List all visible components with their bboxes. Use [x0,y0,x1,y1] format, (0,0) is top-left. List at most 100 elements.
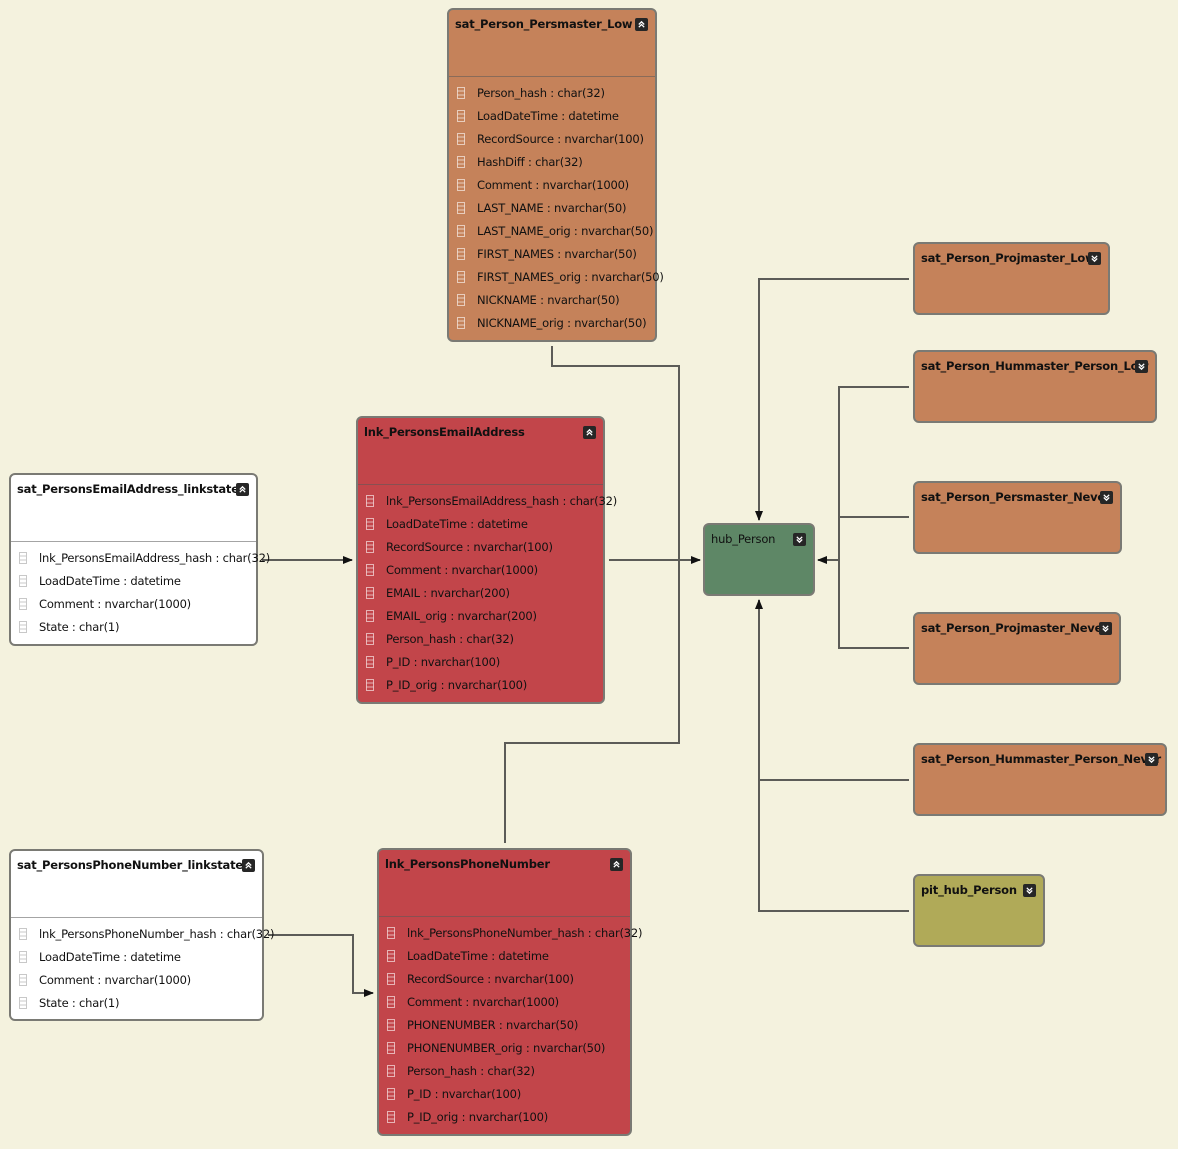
entity-sat-person-hummaster-person-never[interactable]: sat_Person_Hummaster_Person_Never [913,743,1167,816]
column-icon [387,972,395,985]
entity-title: pit_hub_Person [921,883,1017,897]
entity-header[interactable]: sat_Person_Projmaster_Never [915,614,1119,635]
column-icon [366,586,374,599]
collapse-button[interactable] [242,859,255,872]
column-icon [457,224,465,237]
entity-lnk-persons-email-address[interactable]: lnk_PersonsEmailAddress lnk_PersonsEmail… [356,416,617,704]
field-row[interactable]: State : char(1) [11,615,256,638]
entity-header[interactable]: sat_PersonsPhoneNumber_linkstate [11,851,262,917]
field-label: Person_hash : char(32) [407,1063,535,1078]
entity-sat-persons-email-address-linkstate[interactable]: sat_PersonsEmailAddress_linkstate lnk_Pe… [9,473,270,646]
column-icon [387,1041,395,1054]
column-icon [457,109,465,122]
entity-header[interactable]: lnk_PersonsEmailAddress [358,418,603,484]
expand-button[interactable] [1100,491,1113,504]
field-list: lnk_PersonsPhoneNumber_hash : char(32) Lo… [379,916,642,1128]
collapse-button[interactable] [236,483,249,496]
entity-sat-person-projmaster-never[interactable]: sat_Person_Projmaster_Never [913,612,1121,685]
field-row[interactable]: Comment : nvarchar(1000) [358,558,603,581]
field-row[interactable]: P_ID_orig : nvarchar(100) [358,673,603,696]
field-row[interactable]: LAST_NAME_orig : nvarchar(50) [449,219,655,242]
column-icon [366,517,374,530]
field-row[interactable]: EMAIL : nvarchar(200) [358,581,603,604]
field-row[interactable]: FIRST_NAMES_orig : nvarchar(50) [449,265,664,288]
field-row[interactable]: Person_hash : char(32) [449,81,655,104]
field-row[interactable]: LoadDateTime : datetime [11,945,262,968]
expand-button[interactable] [1088,252,1101,265]
entity-title: sat_Person_Hummaster_Person_Low [921,359,1149,373]
field-row[interactable]: LoadDateTime : datetime [11,569,256,592]
field-label: Comment : nvarchar(1000) [39,596,191,611]
expand-button[interactable] [1135,360,1148,373]
column-icon [366,609,374,622]
field-row[interactable]: PHONENUMBER_orig : nvarchar(50) [379,1036,630,1059]
field-row[interactable]: FIRST_NAMES : nvarchar(50) [449,242,655,265]
column-icon [387,1110,395,1123]
field-row[interactable]: RecordSource : nvarchar(100) [379,967,630,990]
field-row[interactable]: EMAIL_orig : nvarchar(200) [358,604,603,627]
entity-sat-person-persmaster-low[interactable]: sat_Person_Persmaster_Low Person_hash : … [447,8,664,342]
field-row[interactable]: Comment : nvarchar(1000) [449,173,655,196]
entity-title: sat_Person_Hummaster_Person_Never [921,752,1161,766]
field-row[interactable]: Comment : nvarchar(1000) [379,990,630,1013]
field-row[interactable]: lnk_PersonsEmailAddress_hash : char(32) [11,546,270,569]
entity-header[interactable]: sat_Person_Hummaster_Person_Low [915,352,1155,373]
connector-hummaster-low-to-hub [838,386,909,649]
entity-header[interactable]: hub_Person [705,525,813,546]
column-icon [19,551,27,564]
field-row[interactable]: LoadDateTime : datetime [379,944,630,967]
field-row[interactable]: P_ID : nvarchar(100) [379,1082,630,1105]
field-row[interactable]: Person_hash : char(32) [379,1059,630,1082]
field-row[interactable]: lnk_PersonsPhoneNumber_hash : char(32) [379,921,642,944]
expand-button[interactable] [793,533,806,546]
collapse-button[interactable] [635,18,648,31]
field-row[interactable]: LoadDateTime : datetime [449,104,655,127]
entity-title: sat_Person_Projmaster_Never [921,621,1108,635]
entity-header[interactable]: sat_Person_Hummaster_Person_Never [915,745,1165,766]
field-label: P_ID : nvarchar(100) [407,1086,522,1101]
entity-header[interactable]: sat_PersonsEmailAddress_linkstate [11,475,256,541]
field-row[interactable]: LAST_NAME : nvarchar(50) [449,196,655,219]
field-row[interactable]: Person_hash : char(32) [358,627,603,650]
field-row[interactable]: Comment : nvarchar(1000) [11,592,256,615]
chevron-double-up-icon [586,428,593,436]
chevron-double-down-icon [1138,363,1145,371]
field-row[interactable]: PHONENUMBER : nvarchar(50) [379,1013,630,1036]
field-row[interactable]: RecordSource : nvarchar(100) [358,535,603,558]
entity-header[interactable]: sat_Person_Persmaster_Low [449,10,655,76]
entity-lnk-persons-phone-number[interactable]: lnk_PersonsPhoneNumber lnk_PersonsPhoneN… [377,848,642,1136]
entity-sat-person-hummaster-person-low[interactable]: sat_Person_Hummaster_Person_Low [913,350,1157,423]
field-row[interactable]: lnk_PersonsEmailAddress_hash : char(32) [358,489,617,512]
field-row[interactable]: P_ID : nvarchar(100) [358,650,603,673]
expand-button[interactable] [1099,622,1112,635]
entity-header[interactable]: lnk_PersonsPhoneNumber [379,850,630,916]
expand-button[interactable] [1023,884,1036,897]
chevron-double-up-icon [638,20,645,28]
field-label: lnk_PersonsPhoneNumber_hash : char(32) [407,925,643,940]
field-row[interactable]: HashDiff : char(32) [449,150,655,173]
field-row[interactable]: Comment : nvarchar(1000) [11,968,262,991]
field-row[interactable]: LoadDateTime : datetime [358,512,603,535]
entity-hub-person[interactable]: hub_Person [703,523,815,596]
field-list: lnk_PersonsPhoneNumber_hash : char(32)Lo… [11,917,274,1014]
entity-header[interactable]: sat_Person_Projmaster_Low [915,244,1108,265]
collapse-button[interactable] [610,858,623,871]
field-row[interactable]: P_ID_orig : nvarchar(100) [379,1105,630,1128]
chevron-double-down-icon [1091,255,1098,263]
field-label: lnk_PersonsEmailAddress_hash : char(32) [386,493,617,508]
expand-button[interactable] [1145,753,1158,766]
entity-sat-person-persmaster-never[interactable]: sat_Person_Persmaster_Never [913,481,1122,554]
entity-pit-hub-person[interactable]: pit_hub_Person [913,874,1045,947]
collapse-button[interactable] [583,426,596,439]
entity-sat-persons-phone-number-linkstate[interactable]: sat_PersonsPhoneNumber_linkstate lnk_Per… [9,849,274,1021]
field-label: Comment : nvarchar(1000) [386,562,538,577]
entity-sat-person-projmaster-low[interactable]: sat_Person_Projmaster_Low [913,242,1110,315]
entity-header[interactable]: pit_hub_Person [915,876,1043,897]
field-row[interactable]: NICKNAME : nvarchar(50) [449,288,655,311]
column-icon [366,678,374,691]
field-row[interactable]: State : char(1) [11,991,262,1014]
field-row[interactable]: NICKNAME_orig : nvarchar(50) [449,311,655,334]
field-row[interactable]: lnk_PersonsPhoneNumber_hash : char(32) [11,922,274,945]
field-row[interactable]: RecordSource : nvarchar(100) [449,127,655,150]
entity-header[interactable]: sat_Person_Persmaster_Never [915,483,1120,504]
